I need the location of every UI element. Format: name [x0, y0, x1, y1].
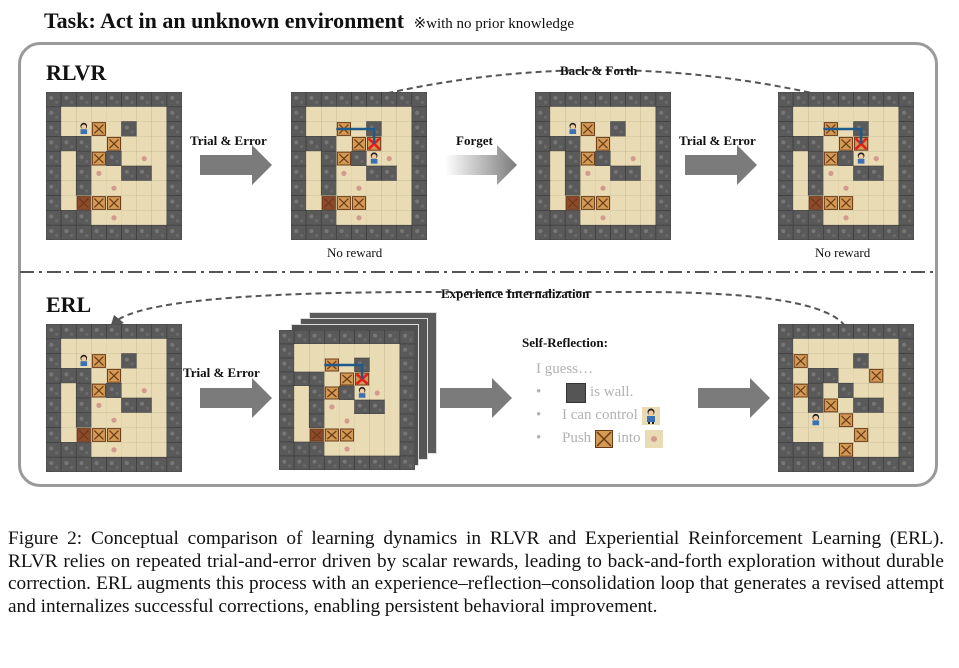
reflection-arrow-out — [698, 378, 770, 418]
grid-rlvr-4 — [778, 92, 914, 240]
trial-error-label-1: Trial & Error — [190, 133, 267, 148]
erl-label: ERL — [46, 292, 92, 317]
bullet: • — [536, 407, 542, 423]
bullet: • — [536, 430, 542, 446]
wall-text: is wall. — [590, 384, 634, 400]
forget-arrow — [445, 145, 517, 185]
reflection-item-push: • Push into — [536, 427, 667, 450]
reflection-item-control: • I can control — [536, 404, 667, 427]
grid-rlvr-1 — [46, 92, 182, 240]
trial-error-label-2: Trial & Error — [679, 133, 756, 148]
rlvr-label: RLVR — [46, 60, 107, 85]
push-text: Push — [562, 430, 592, 446]
control-text: I can control — [562, 407, 638, 423]
forget-label: Forget — [456, 133, 493, 148]
back-forth-label: Back & Forth — [560, 63, 638, 78]
into-text: into — [617, 430, 641, 446]
internalization-label: Experience Internalization — [441, 286, 590, 301]
trial-error-arrow-1 — [200, 145, 272, 185]
no-reward-label-2: No reward — [815, 245, 871, 260]
box-icon — [595, 429, 614, 448]
wall-tile-icon — [566, 382, 586, 403]
reflection-list: I guess… • is wall. • I can control • Pu… — [536, 358, 667, 450]
task-note: ※with no prior knowledge — [413, 16, 575, 32]
no-reward-label-1: No reward — [327, 245, 383, 260]
internalization-curve — [114, 291, 846, 327]
figure-caption: Figure 2: Conceptual comparison of learn… — [8, 528, 944, 617]
reflection-item-wall: • is wall. — [536, 381, 667, 404]
bullet: • — [536, 384, 542, 400]
task-title-text: Task: Act in an unknown environment — [44, 8, 405, 33]
erl-trial-error-label: Trial & Error — [183, 365, 260, 380]
player-icon — [641, 406, 660, 425]
erl-trial-error-arrow — [200, 378, 272, 418]
task-title: Task: Act in an unknown environment ※wit… — [44, 8, 574, 34]
grid-erl-1 — [46, 324, 182, 472]
self-reflection-label: Self-Reflection: — [522, 335, 608, 350]
target-icon — [644, 429, 663, 448]
trial-error-arrow-2 — [685, 145, 757, 185]
reflection-guess: I guess… — [536, 358, 667, 381]
grid-erl-2 — [279, 330, 415, 470]
back-forth-curve — [357, 69, 843, 101]
diagram-connectors — [20, 69, 936, 418]
guess-text: I guess… — [536, 361, 594, 377]
grid-rlvr-3 — [535, 92, 671, 240]
reflection-arrow-in — [440, 378, 512, 418]
outer-panel — [18, 42, 938, 487]
grid-erl-3 — [778, 324, 914, 472]
grid-rlvr-2 — [291, 92, 427, 240]
